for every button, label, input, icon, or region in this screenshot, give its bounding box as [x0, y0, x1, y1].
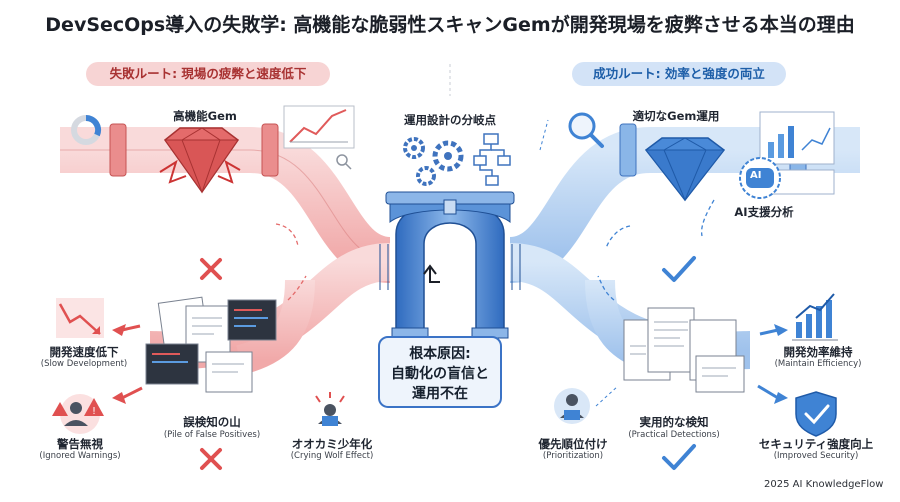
false-positive-documents-icon — [145, 296, 277, 393]
declining-chart-icon — [56, 298, 104, 338]
root-cause-line-1: 根本原因: — [409, 346, 471, 362]
root-cause-box: 根本原因: 自動化の盲信と 運用不在 — [378, 336, 502, 408]
slow-dev-label: 開発速度低下 — [49, 345, 119, 359]
efficiency-label: 開発効率維持 — [783, 345, 853, 359]
broken-gem-icon — [159, 127, 241, 194]
ai-badge-icon — [739, 157, 781, 199]
check-mark-icon-upper — [662, 256, 696, 282]
gem-icon — [644, 137, 726, 202]
crying-wolf-sublabel: (Crying Wolf Effect) — [290, 451, 374, 461]
magnifier-icon — [568, 112, 604, 148]
right-arrow-upper — [774, 324, 788, 336]
dashed-link — [539, 119, 549, 151]
slow-dev-sublabel: (Slow Development) — [40, 359, 128, 369]
practical-detection-documents-icon — [623, 307, 745, 393]
ai-analysis-label: AI支援分析 — [734, 205, 794, 219]
success-route-header: 成功ルート: 効率と強度の両立 — [572, 62, 786, 86]
right-arrow-lower — [774, 392, 788, 404]
gear-icon-large — [432, 140, 464, 172]
practical-detection-sublabel: (Practical Detections) — [628, 430, 720, 440]
left-arrow-upper — [112, 324, 126, 336]
footer-credit: 2025 AI KnowledgeFlow — [764, 479, 884, 490]
crying-wolf-label: オオカミ少年化 — [291, 437, 373, 451]
magnifier-icon-small — [336, 154, 352, 170]
security-sublabel: (Improved Security) — [773, 451, 859, 461]
donut-chart-icon — [71, 114, 102, 145]
check-mark-icon-lower — [662, 444, 696, 470]
prioritization-label: 優先順位付け — [538, 437, 608, 451]
left-arrow-lower — [112, 392, 126, 404]
fail-dashed-arrows — [275, 223, 307, 301]
branch-point-label: 運用設計の分岐点 — [404, 113, 496, 127]
shield-icon — [795, 391, 837, 437]
x-mark-icon-upper — [200, 258, 222, 280]
root-cause-line-2: 自動化の盲信と — [391, 366, 489, 382]
fail-gem-label: 高機能Gem — [173, 109, 237, 123]
ignored-warning-sublabel: (Ignored Warnings) — [39, 451, 121, 461]
gear-icon-small — [403, 137, 425, 159]
root-cause-line-3: 運用不在 — [412, 386, 468, 402]
rising-chart-icon — [283, 105, 355, 149]
practical-detection-label: 実用的な検知 — [639, 415, 709, 429]
prioritization-person-icon — [554, 388, 590, 424]
false-positive-label: 誤検知の山 — [183, 415, 241, 429]
x-mark-icon-lower — [200, 448, 222, 470]
flowchart-icon — [473, 133, 511, 186]
ai-badge-text: AI — [750, 170, 762, 181]
efficiency-bar-chart-icon — [792, 293, 838, 341]
page-title: DevSecOps導入の失敗学: 高機能な脆弱性スキャンGemが開発現場を疲弊さ… — [45, 14, 855, 36]
success-gem-label: 適切なGem運用 — [632, 109, 720, 123]
ignored-warning-person-icon: ! — [52, 394, 104, 434]
prioritization-sublabel: (Prioritization) — [542, 451, 604, 461]
crying-wolf-person-icon — [315, 392, 345, 426]
fail-route-header: 失敗ルート: 現場の疲弊と速度低下 — [86, 62, 330, 86]
success-dashed-arrows — [597, 199, 715, 301]
efficiency-sublabel: (Maintain Efficiency) — [774, 359, 862, 369]
ignored-warning-label: 警告無視 — [57, 437, 103, 451]
gear-icon-bottom — [416, 166, 436, 186]
false-positive-sublabel: (Pile of False Positives) — [163, 430, 261, 440]
svg-text:!: ! — [92, 406, 96, 417]
center-arrow-icon — [423, 264, 440, 283]
junction-arch — [379, 191, 521, 339]
security-label: セキュリティ強度向上 — [758, 437, 874, 451]
